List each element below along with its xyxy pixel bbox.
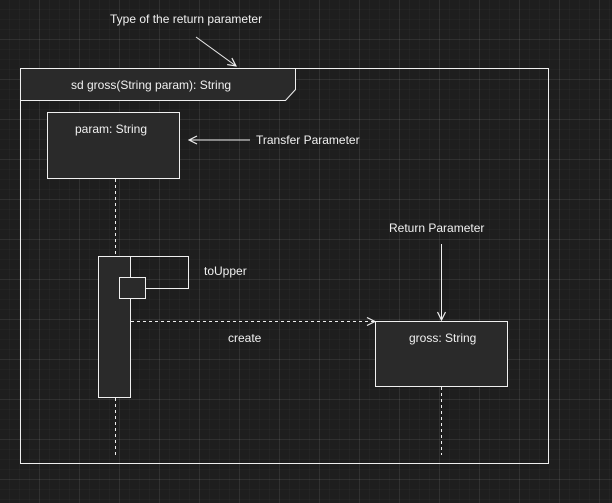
return-parameter-annotation: Return Parameter <box>389 221 485 235</box>
sd-frame-title: sd gross(String param): String <box>71 78 232 92</box>
self-call-label: toUpper <box>204 264 247 278</box>
self-call-loop[interactable] <box>130 256 189 289</box>
nested-activation[interactable] <box>119 277 146 299</box>
return-type-annotation-arrow <box>195 36 236 66</box>
transfer-parameter-annotation: Transfer Parameter <box>256 133 360 147</box>
return-type-annotation: Type of the return parameter <box>110 12 263 26</box>
create-message-label: create <box>228 331 262 345</box>
gross-lifeline-label: gross: String <box>409 331 477 345</box>
sd-frame-title-tab[interactable] <box>20 68 296 101</box>
param-lifeline-label: param: String <box>75 122 148 136</box>
gross-lifeline-head[interactable] <box>375 321 508 387</box>
param-lifeline-head[interactable] <box>47 112 180 179</box>
